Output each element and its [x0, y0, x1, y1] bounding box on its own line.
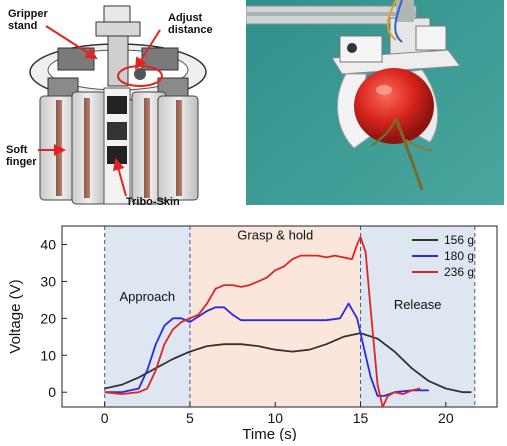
x-tick-label: 20: [438, 410, 454, 426]
x-tick-label: 5: [186, 410, 194, 426]
plot-frame: [61, 225, 498, 408]
label-tribo-skin: Tribo-Skin: [126, 196, 180, 208]
phase-label: Grasp & hold: [237, 227, 313, 242]
series-layer: [104, 236, 472, 408]
phase-label: Approach: [119, 289, 175, 304]
phase-background-layer: [104, 226, 476, 407]
photo-illustration: [246, 0, 504, 205]
y-tick-label: 30: [40, 273, 56, 289]
y-tick-label: 20: [40, 310, 56, 326]
x-axis-label: Time (s): [242, 426, 296, 441]
phase-region: [104, 226, 190, 407]
y-tick-label: 40: [40, 236, 56, 252]
label-soft-finger: Soft finger: [6, 144, 37, 168]
phase-label: Release: [394, 297, 442, 312]
phase-region: [189, 226, 361, 407]
label-adjust-distance: Adjust distance: [168, 12, 213, 36]
series-line-180-g: [104, 302, 429, 397]
legend-label: 156 g: [444, 233, 474, 247]
gripper-drawing: [29, 5, 207, 205]
x-tick-label: 10: [267, 410, 283, 426]
label-gripper-stand: Gripper stand: [8, 8, 48, 32]
legend-label: 236 g: [444, 265, 474, 279]
x-tick-label: 15: [353, 410, 369, 426]
legend: 156 g 180 g 236 g: [412, 233, 474, 279]
y-axis-label: Voltage (V): [7, 279, 24, 353]
gripper-photo: [246, 0, 504, 205]
series-line-236-g: [104, 236, 421, 408]
y-tick-label: 10: [40, 347, 56, 363]
series-line-156-g: [104, 332, 472, 394]
legend-label: 180 g: [444, 249, 474, 263]
gripper-diagram: Gripper stand Adjust distance Soft finge…: [0, 0, 240, 214]
x-tick-label: 0: [101, 410, 109, 426]
y-tick-label: 0: [48, 384, 56, 400]
